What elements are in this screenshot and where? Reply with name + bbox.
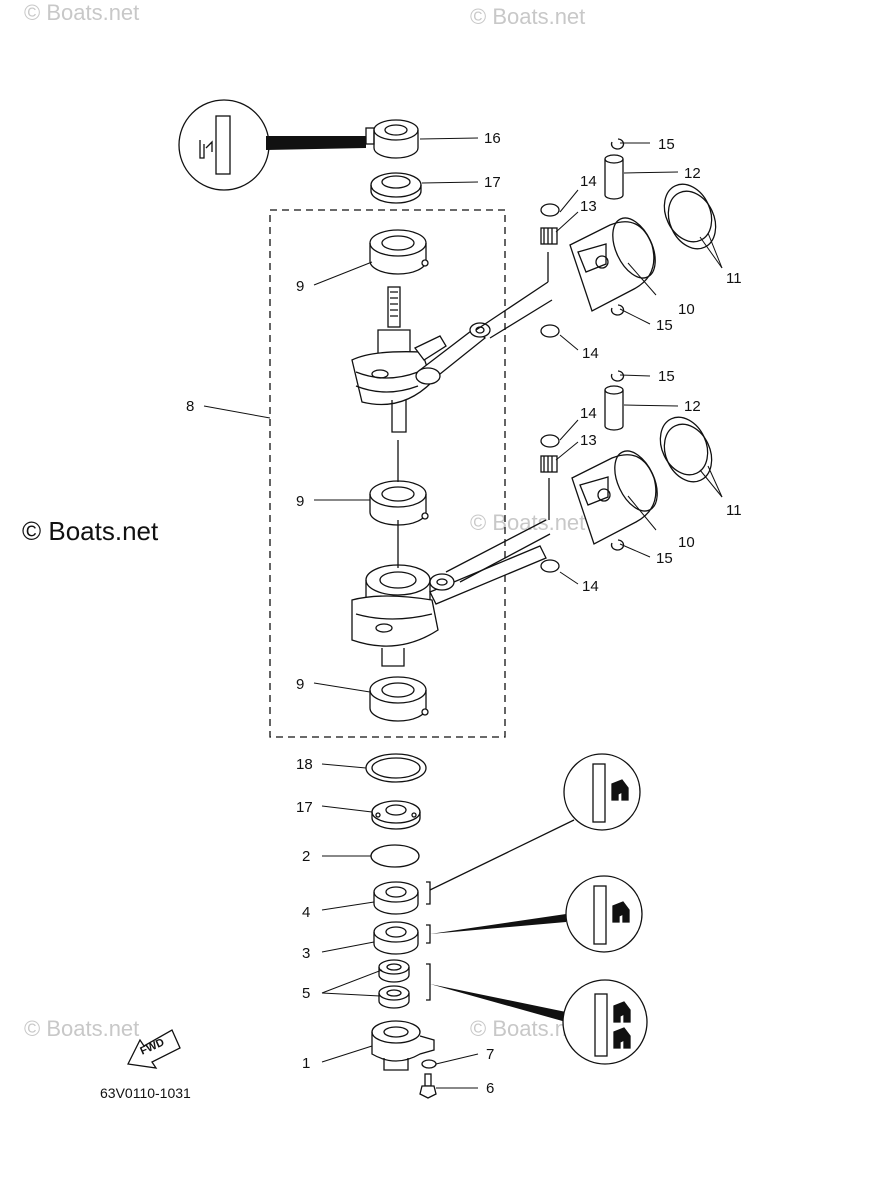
callout-15-a: 15 [658,136,675,153]
bearing-9-upper [369,229,429,275]
crankshaft-lower-throw [351,564,439,667]
callout-15-b: 15 [656,317,673,334]
bearing-9-lower [369,676,429,722]
crankshaft-upper-throw [351,286,447,433]
watermark-bottom-left: © Boats.net [24,1016,140,1041]
callout-2: 2 [302,848,311,865]
seal-detail-5-icon [562,979,648,1065]
watermark-top-left: © Boats.net [24,0,140,25]
washer-14-lower-b [540,559,560,573]
callout-6: 6 [486,1080,495,1097]
callout-13-b: 13 [580,432,597,449]
bracket-5 [426,963,431,1001]
callout-9-upper: 9 [296,278,305,295]
needle-bearing-13-upper [540,227,558,245]
piston-pin-12-upper [604,154,624,200]
callout-15-c: 15 [658,368,675,385]
part-17-lower-plate [371,800,421,830]
washer-7 [421,1059,437,1069]
watermark-dark: © Boats.net [22,516,159,546]
housing-1 [371,1020,435,1071]
seal-detail-top-icon [178,99,366,191]
watermark-middle: © Boats.net [470,510,586,535]
callout-7: 7 [486,1046,495,1063]
bolt-6 [419,1073,437,1099]
clip-15-lower-b [610,539,625,551]
washer-14-lower-a [540,434,560,448]
oil-seal-5b [378,985,410,1009]
diagram-code: 63V0110-1031 [100,1085,191,1101]
bearing-9-middle [369,480,429,526]
piston-rings-11-upper [663,183,717,250]
connecting-rod-lower [429,545,547,605]
callout-14-b: 14 [582,345,599,362]
callout-10-a: 10 [678,301,695,318]
clip-15-lower-a [610,370,625,382]
callout-14-d: 14 [582,578,599,595]
callout-13-a: 13 [580,198,597,215]
oil-seal-3 [373,921,419,955]
part-17-top-plate [370,172,422,204]
leader-detail-4 [429,819,575,891]
seal-detail-3-icon [565,875,643,953]
callout-14-a: 14 [580,173,597,190]
piston-rings-11-lower [659,416,713,483]
seal-detail-4-icon [563,753,641,831]
o-ring-2 [370,844,420,868]
callout-17-top: 17 [484,174,501,191]
part-16-oil-seal [365,119,419,159]
callout-5: 5 [302,985,311,1002]
callout-8: 8 [186,398,195,415]
oil-seal-5a [378,959,410,983]
callout-15-d: 15 [656,550,673,567]
piston-upper [569,217,656,312]
callout-11-a: 11 [726,270,742,287]
forward-arrow-icon [127,1029,181,1069]
bracket-4 [426,881,431,905]
leader-detail-3 [430,914,566,934]
gasket-18 [365,753,427,783]
callout-4: 4 [302,904,311,921]
washer-14-upper-a [540,203,560,217]
clip-15-upper-b [610,304,625,316]
washer-14-upper-b [540,324,560,338]
connecting-rod-upper [415,322,491,385]
crankshaft-assembly-box [269,209,506,738]
watermark-top-center: © Boats.net [470,4,586,29]
bracket-3 [426,924,431,944]
callout-18: 18 [296,756,313,773]
callout-17-lower: 17 [296,799,313,816]
piston-lower [571,450,658,545]
callout-10-b: 10 [678,534,695,551]
callout-14-c: 14 [580,405,597,422]
callout-12-a: 12 [684,165,701,182]
leader-detail-5 [430,984,566,1022]
callout-11-b: 11 [726,502,742,519]
oil-seal-4 [373,881,419,915]
callout-12-b: 12 [684,398,701,415]
needle-bearing-13-lower [540,455,558,473]
callout-9-lower: 9 [296,676,305,693]
callout-3: 3 [302,945,311,962]
callout-9-middle: 9 [296,493,305,510]
callout-16: 16 [484,130,501,147]
clip-15-upper-a [610,138,625,150]
piston-pin-12-lower [604,385,624,431]
callout-1: 1 [302,1055,311,1072]
